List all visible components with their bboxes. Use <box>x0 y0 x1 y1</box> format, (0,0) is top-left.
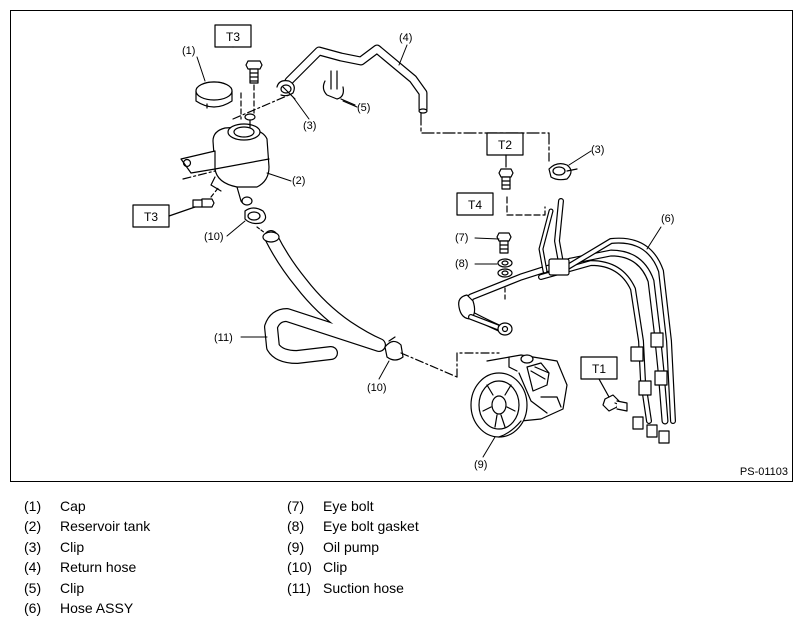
legend-number: (11) <box>287 580 311 596</box>
legend-number: (2) <box>24 518 42 534</box>
reservoir-tank-part <box>180 113 270 206</box>
svg-text:T2: T2 <box>498 138 512 152</box>
suction-hose-part <box>256 226 386 364</box>
callout-clip-10-lower: (10) <box>367 382 387 394</box>
legend-name: Clip <box>323 559 348 575</box>
callout-return-hose: (4) <box>399 32 412 44</box>
legend-number: (4) <box>24 559 42 575</box>
svg-text:T1: T1 <box>592 362 606 376</box>
legend-name: Hose ASSY <box>60 600 134 616</box>
callout-reservoir-tank: (2) <box>292 175 305 187</box>
legend-name: Suction hose <box>323 580 404 596</box>
callout-hose-assy: (6) <box>661 213 674 225</box>
legend-name: Reservoir tank <box>60 518 151 534</box>
callout-clip-5: (5) <box>357 102 370 114</box>
legend-number: (3) <box>24 539 42 555</box>
torque-tag-t4: T4 <box>456 192 494 216</box>
callout-eye-bolt-gasket: (8) <box>455 258 468 270</box>
clip-3-right <box>548 163 578 181</box>
legend-name: Oil pump <box>323 539 380 555</box>
legend-name: Cap <box>60 498 86 514</box>
legend-number: (7) <box>287 498 305 514</box>
figure-code: PS-01103 <box>739 466 788 478</box>
return-hose-part <box>284 44 550 162</box>
legend-name: Clip <box>60 580 85 596</box>
clip-10-lower <box>384 336 500 378</box>
svg-text:T4: T4 <box>468 198 482 212</box>
cap-part <box>195 81 233 112</box>
diagram-frame: T3 T3 T2 T4 T1 (1) (2) (3) (3) (4) (5) (… <box>10 10 793 482</box>
legend-number: (9) <box>287 539 305 555</box>
callout-cap: (1) <box>182 45 195 57</box>
bolt-t2 <box>498 168 546 216</box>
legend-number: (10) <box>287 559 312 575</box>
bolt-t3-top <box>245 60 263 114</box>
legend-number: (8) <box>287 518 305 534</box>
legend-name: Return hose <box>60 559 137 575</box>
legend-number: (6) <box>24 600 42 616</box>
clip-3-top <box>276 80 296 100</box>
legend-name: Eye bolt gasket <box>323 518 419 534</box>
torque-tag-t1: T1 <box>580 356 618 398</box>
callout-clip-3-top: (3) <box>303 120 316 132</box>
callout-oil-pump: (9) <box>474 459 487 471</box>
legend-number: (5) <box>24 580 42 596</box>
callout-clip-3-right: (3) <box>591 144 604 156</box>
legend-number: (1) <box>24 498 42 514</box>
oil-pump-part <box>470 354 568 438</box>
svg-text:T3: T3 <box>144 210 158 224</box>
torque-tag-t3-top: T3 <box>214 24 252 48</box>
clip-10-upper <box>244 207 267 225</box>
svg-text:T3: T3 <box>226 30 240 44</box>
callout-suction-hose: (11) <box>214 332 233 344</box>
eye-bolt-t4 <box>496 232 512 254</box>
hose-assy-part <box>458 198 676 444</box>
eye-bolt-gasket <box>497 258 513 302</box>
torque-tag-t2: T2 <box>486 132 524 168</box>
torque-tag-t3-left: T3 <box>132 204 196 228</box>
leader-lines <box>196 44 662 458</box>
callout-clip-10-upper: (10) <box>204 231 224 243</box>
legend-name: Eye bolt <box>323 498 374 514</box>
callout-eye-bolt: (7) <box>455 232 468 244</box>
power-steering-exploded-diagram: T3 T3 T2 T4 T1 (1) (2) (3) (3) (4) (5) (… <box>132 24 676 471</box>
bolt-t1 <box>602 394 628 412</box>
legend-name: Clip <box>60 539 85 555</box>
bolt-t3-left <box>192 186 220 208</box>
clip-5 <box>322 70 356 106</box>
